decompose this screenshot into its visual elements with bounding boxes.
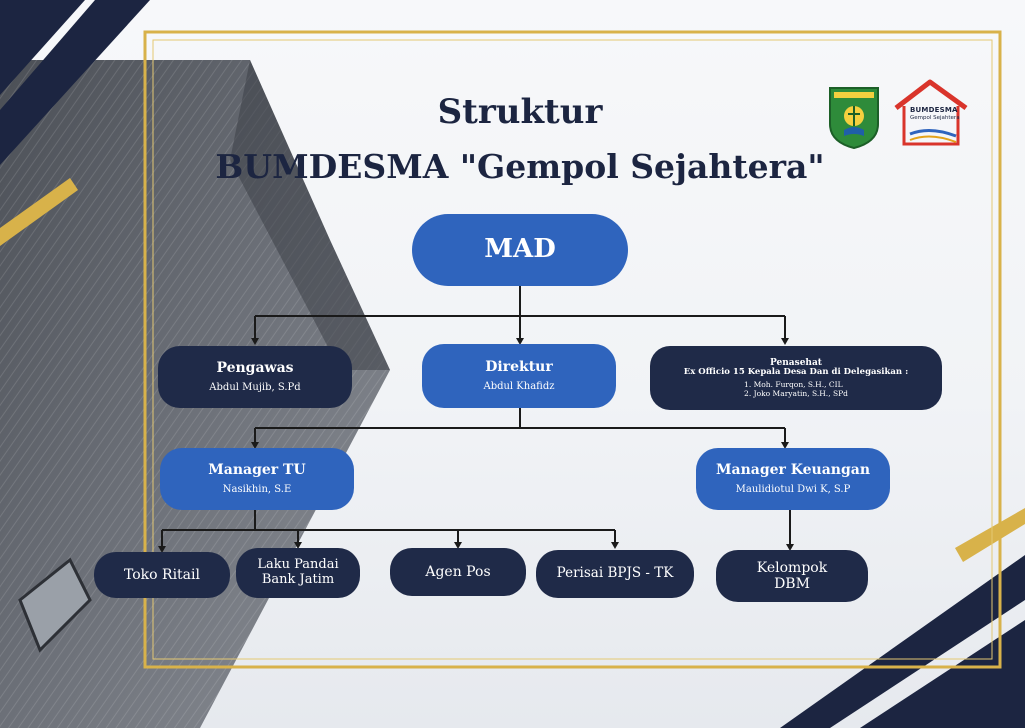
node-kelompok-dbm-line2: DBM bbox=[774, 576, 810, 592]
node-manager-tu-name: Nasikhin, S.E bbox=[222, 483, 292, 495]
arrow-pengawas bbox=[251, 338, 259, 345]
arrow-perisai bbox=[611, 542, 619, 549]
arrow-toko bbox=[158, 546, 166, 553]
node-penasehat-list: 1. Moh. Furqon, S.H., CIL 2. Joko Maryat… bbox=[744, 380, 848, 399]
node-mad-title: MAD bbox=[484, 234, 556, 265]
dark-slab-top-left-2 bbox=[0, 0, 150, 165]
arrow-penasehat bbox=[781, 338, 789, 345]
node-kelompok-dbm-line1: Kelompok bbox=[756, 559, 828, 576]
dark-slab-bottom-right-2 bbox=[780, 555, 1025, 728]
gold-frame bbox=[143, 30, 1002, 669]
bumdesma-logo-text: BUMDESMA bbox=[910, 106, 958, 114]
node-kelompok-dbm: Kelompok DBM bbox=[716, 550, 868, 602]
arrow-agen bbox=[454, 542, 462, 549]
bumdesma-logo-subtext: Gempol Sejahtera bbox=[910, 115, 960, 121]
title-line-1: Struktur bbox=[437, 92, 603, 132]
node-manager-keuangan-name: Maulidiotul Dwi K, S.P bbox=[735, 483, 851, 495]
building-shadow bbox=[230, 60, 390, 370]
node-pengawas-title: Pengawas bbox=[216, 360, 294, 377]
arrow-direktur bbox=[516, 338, 524, 345]
node-toko-ritail-label: Toko Ritail bbox=[124, 566, 200, 583]
node-toko-ritail: Toko Ritail bbox=[94, 552, 230, 598]
gold-accent-right bbox=[955, 508, 1025, 562]
gold-frame-inner bbox=[152, 39, 993, 660]
dark-slab-bottom-right bbox=[860, 620, 1025, 728]
node-penasehat-title: Penasehat bbox=[770, 357, 822, 368]
node-pengawas: Pengawas Abdul Mujib, S.Pd bbox=[158, 346, 352, 408]
node-perisai-label: Perisai BPJS - TK bbox=[556, 565, 674, 582]
regency-crest-icon bbox=[829, 87, 879, 150]
node-direktur-title: Direktur bbox=[485, 359, 553, 376]
node-agen-pos-label: Agen Pos bbox=[425, 563, 491, 580]
node-manager-tu-title: Manager TU bbox=[208, 462, 306, 479]
dark-slab-top-left bbox=[0, 0, 85, 95]
bumdesma-logo bbox=[894, 79, 968, 146]
arrow-kelompok bbox=[786, 544, 794, 551]
node-laku-pandai-line1: Laku Pandai bbox=[257, 557, 339, 573]
title-line-2: BUMDESMA "Gempol Sejahtera" bbox=[215, 147, 825, 186]
arrow-laku bbox=[294, 542, 302, 549]
arrow-manager-keuangan bbox=[781, 442, 789, 449]
node-direktur-name: Abdul Khafidz bbox=[483, 380, 555, 392]
node-perisai: Perisai BPJS - TK bbox=[536, 550, 694, 598]
list-item: 2. Joko Maryatin, S.H., SPd bbox=[744, 389, 848, 399]
node-penasehat: Penasehat Ex Officio 15 Kepala Desa Dan … bbox=[650, 346, 942, 410]
node-manager-keuangan-title: Manager Keuangan bbox=[716, 462, 870, 479]
window bbox=[18, 557, 92, 653]
node-mad: MAD bbox=[412, 214, 628, 286]
gold-accent-left bbox=[0, 178, 78, 246]
node-penasehat-subtitle: Ex Officio 15 Kepala Desa Dan di Delegas… bbox=[683, 366, 909, 377]
node-laku-pandai: Laku Pandai Bank Jatim bbox=[236, 548, 360, 598]
node-laku-pandai-line2: Bank Jatim bbox=[261, 572, 335, 587]
node-manager-tu: Manager TU Nasikhin, S.E bbox=[160, 448, 354, 510]
arrow-manager-tu bbox=[251, 442, 259, 449]
node-direktur: Direktur Abdul Khafidz bbox=[422, 344, 616, 408]
node-agen-pos: Agen Pos bbox=[390, 548, 526, 596]
node-pengawas-name: Abdul Mujib, S.Pd bbox=[209, 381, 301, 393]
list-item: 1. Moh. Furqon, S.H., CIL bbox=[744, 379, 843, 389]
node-manager-keuangan: Manager Keuangan Maulidiotul Dwi K, S.P bbox=[696, 448, 890, 510]
